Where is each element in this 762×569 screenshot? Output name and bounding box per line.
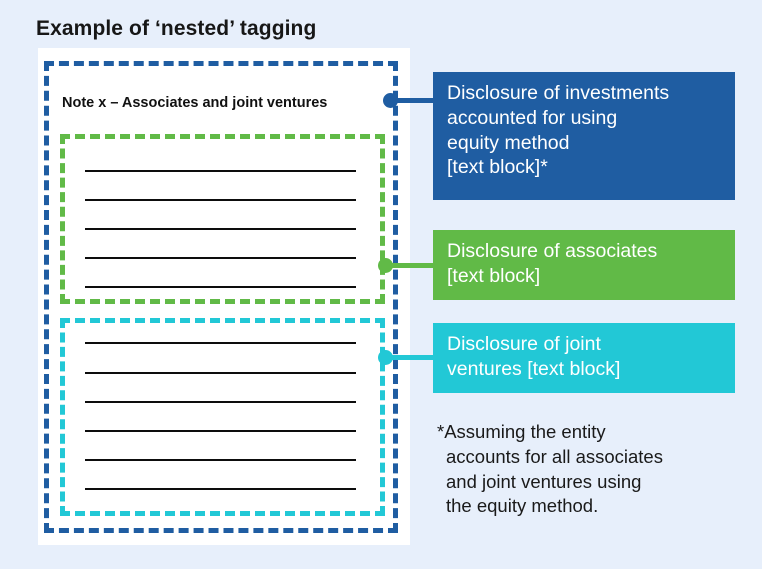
rule-line (85, 459, 356, 461)
rule-line (85, 286, 356, 288)
rule-line (85, 430, 356, 432)
rule-line (85, 342, 356, 344)
rule-line (85, 170, 356, 172)
outer-dashed-box-equity-method (44, 61, 398, 533)
note-heading: Note x – Associates and joint ventures (62, 95, 328, 111)
connector-dot-equity-method (383, 93, 398, 108)
rule-line (85, 257, 356, 259)
callout-joint-ventures: Disclosure of joint ventures [text block… (433, 323, 735, 393)
connector-line-joint-ventures (385, 355, 435, 360)
rule-line (85, 488, 356, 490)
connector-line-equity-method (389, 98, 435, 103)
page-title: Example of ‘nested’ tagging (36, 17, 317, 40)
inner-dashed-box-joint-ventures (60, 318, 385, 516)
connector-line-associates (385, 263, 435, 268)
footnote: *Assuming the entity accounts for all as… (437, 421, 663, 517)
rule-line (85, 372, 356, 374)
callout-equity-method: Disclosure of investments accounted for … (433, 72, 735, 200)
callout-associates: Disclosure of associates [text block] (433, 230, 735, 300)
connector-dot-joint-ventures (378, 350, 393, 365)
note-card (38, 48, 410, 545)
rule-line (85, 401, 356, 403)
inner-dashed-box-associates (60, 134, 385, 304)
rule-line (85, 228, 356, 230)
rule-line (85, 199, 356, 201)
connector-dot-associates (378, 258, 393, 273)
